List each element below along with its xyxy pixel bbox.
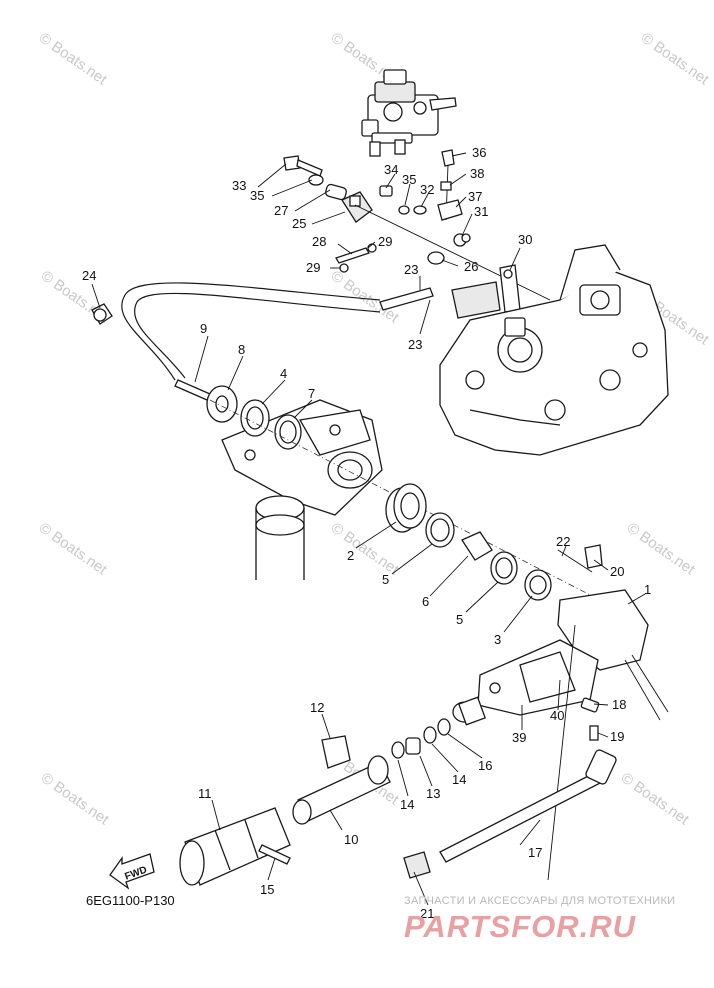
callout-40: 40 xyxy=(550,708,564,723)
brand-tagline: ЗАПЧАСТИ И АКСЕССУАРЫ ДЛЯ МОТОТЕХНИКИ xyxy=(404,895,675,907)
callout-20: 20 xyxy=(610,564,624,579)
callout-37: 37 xyxy=(468,189,482,204)
callout-5-left: 5 xyxy=(382,572,389,587)
leader-lines xyxy=(91,152,646,906)
callout-29-right: 29 xyxy=(378,234,392,249)
callout-15: 15 xyxy=(260,882,274,897)
throttle-linkage-parts xyxy=(283,149,551,319)
callout-7: 7 xyxy=(308,386,315,401)
callout-5-right: 5 xyxy=(456,612,463,627)
callout-35-right: 35 xyxy=(402,172,416,187)
watermark-text: © Boats.net xyxy=(624,519,699,578)
callout-25: 25 xyxy=(292,216,306,231)
callout-9: 9 xyxy=(200,321,207,336)
callout-19: 19 xyxy=(610,729,624,744)
callout-23-bottom: 23 xyxy=(408,337,422,352)
watermark-text: © Boats.net xyxy=(328,267,403,326)
watermark-text: © Boats.net xyxy=(36,29,111,88)
callout-6: 6 xyxy=(422,594,429,609)
callout-22: 22 xyxy=(556,534,570,549)
bushing-washer-parts xyxy=(385,483,552,601)
callout-33: 33 xyxy=(232,178,246,193)
callout-18: 18 xyxy=(612,697,626,712)
steering-handle-illustration xyxy=(452,544,669,741)
engine-block-illustration xyxy=(439,244,669,456)
callout-23-top: 23 xyxy=(404,262,418,277)
friction-shaft-parts xyxy=(174,379,601,601)
callout-1: 1 xyxy=(644,582,651,597)
callout-34: 34 xyxy=(384,162,398,177)
callout-35-left: 35 xyxy=(250,188,264,203)
callout-29-left: 29 xyxy=(306,260,320,275)
callout-2: 2 xyxy=(347,548,354,563)
diagram-code: 6EG1100-P130 xyxy=(86,893,175,908)
callout-12: 12 xyxy=(310,700,324,715)
callout-30: 30 xyxy=(518,232,532,247)
callout-14-right: 14 xyxy=(452,772,466,787)
watermark-text: © Boats.net xyxy=(38,769,113,828)
watermark-text: © Boats.net xyxy=(328,519,403,578)
brand-site: PARTSFOR.RU xyxy=(404,909,637,944)
callout-32: 32 xyxy=(420,182,434,197)
callout-3: 3 xyxy=(494,632,501,647)
callout-labels: 33 35 27 25 34 35 32 36 38 37 31 28 29 2… xyxy=(82,145,651,921)
callout-27: 27 xyxy=(274,203,288,218)
callout-10: 10 xyxy=(344,832,358,847)
callout-36: 36 xyxy=(472,145,486,160)
carburetor-illustration xyxy=(361,69,457,157)
fwd-arrow-icon xyxy=(109,853,155,890)
callout-31: 31 xyxy=(474,204,488,219)
callout-21: 21 xyxy=(420,906,434,921)
throttle-grip-parts xyxy=(109,718,451,890)
watermark-text: © Boats.net xyxy=(638,29,713,88)
callout-16: 16 xyxy=(478,758,492,773)
callout-13: 13 xyxy=(426,786,440,801)
callout-8: 8 xyxy=(238,342,245,357)
callout-4: 4 xyxy=(280,366,287,381)
callout-26: 26 xyxy=(464,259,478,274)
callout-14-left: 14 xyxy=(400,797,414,812)
callout-38: 38 xyxy=(470,166,484,181)
watermark-text: © Boats.net xyxy=(36,519,111,578)
callout-39: 39 xyxy=(512,730,526,745)
watermark-text: © Boats.net xyxy=(618,769,693,828)
stop-switch-illustration xyxy=(403,624,617,881)
callout-24: 24 xyxy=(82,268,96,283)
callout-11: 11 xyxy=(198,786,212,801)
callout-28: 28 xyxy=(312,234,326,249)
cable-hose-illustration xyxy=(91,282,381,381)
callout-17: 17 xyxy=(528,845,542,860)
